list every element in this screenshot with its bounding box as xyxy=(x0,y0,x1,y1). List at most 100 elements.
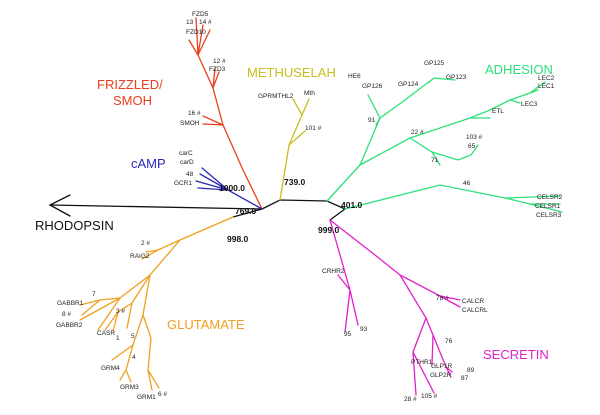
leaf-label: 4 xyxy=(132,354,136,361)
leaf-label: carD xyxy=(180,159,194,166)
family-label-rhodopsin: RHODOPSIN xyxy=(35,218,114,233)
leaf-label: CELSR2 xyxy=(537,194,563,201)
backbone-branch-secretin xyxy=(329,208,346,221)
methuselah-clade xyxy=(279,98,310,201)
leaf-label: 6 # xyxy=(158,391,167,398)
leaf-label: CALCR xyxy=(462,298,484,305)
leaf-label: SMOH xyxy=(180,120,200,127)
leaf-label: ETL xyxy=(492,108,504,115)
glutamate-grm-branches xyxy=(111,274,151,383)
leaf-label: 8 # xyxy=(62,311,71,318)
glutamate-casr-branches xyxy=(104,274,151,332)
frizzled-fzd3-branches xyxy=(212,67,220,89)
leaf-label: 48 xyxy=(186,171,194,178)
bootstrap-camp: 769.0 xyxy=(235,206,257,216)
leaf-label: 93 xyxy=(360,326,368,333)
leaf-label: 89 xyxy=(467,367,475,374)
adhesion-he6-branch xyxy=(367,94,381,126)
adhesion-clade xyxy=(326,77,563,213)
leaf-label: 95 xyxy=(344,331,352,338)
leaf-label: HE6 xyxy=(348,73,361,80)
methuselah-main-branch xyxy=(279,114,303,201)
rhodopsin-arrow-head xyxy=(48,194,71,217)
leaf-label: GABBR1 xyxy=(57,300,84,307)
leaf-label: GP126 xyxy=(362,83,383,90)
leaf-label: 78 # xyxy=(436,295,449,302)
leaf-label: 46 xyxy=(463,180,471,187)
frizzled-fzd-branches xyxy=(188,17,211,56)
methuselah-101-branch xyxy=(288,130,306,146)
leaf-label: GABBR2 xyxy=(56,322,83,329)
bootstrap-methuselah: 739.0 xyxy=(284,177,306,187)
leaf-label: 103 # xyxy=(466,134,483,141)
tree-backbone xyxy=(232,199,346,221)
glutamate-main-branch xyxy=(119,239,181,299)
family-label-methuselah: METHUSELAH xyxy=(247,65,336,80)
glutamate-raig-branch xyxy=(141,216,234,260)
rhodopsin-arrow xyxy=(48,194,263,217)
family-label-secretin: SECRETIN xyxy=(483,347,549,362)
leaf-label: 105 # xyxy=(421,393,438,400)
leaf-label: 1 xyxy=(116,335,120,342)
leaf-label: 14 # xyxy=(199,19,212,26)
leaf-label: 76 xyxy=(445,338,453,345)
leaf-label: GP123 xyxy=(446,74,467,81)
leaf-label: 5 xyxy=(131,333,135,340)
leaf-label: CELSR3 xyxy=(536,212,562,219)
backbone-branch-glutamate xyxy=(232,208,263,218)
leaf-label: GRM4 xyxy=(101,365,120,372)
leaf-label: GRM1 xyxy=(137,394,156,401)
leaf-label: 28 # xyxy=(404,396,417,403)
leaf-label: 71 xyxy=(431,157,439,164)
leaf-label: CASR xyxy=(97,330,115,337)
leaf-label: PTHR1 xyxy=(411,359,433,366)
leaf-label: GPRMTHL2 xyxy=(258,93,294,100)
leaf-label: 65 xyxy=(468,143,476,150)
leaf-label: FZD3 xyxy=(209,66,226,73)
bootstrap-glutamate: 998.0 xyxy=(227,234,249,244)
adhesion-lec-branch xyxy=(359,81,546,166)
leaf-label: 12 # xyxy=(213,58,226,65)
family-label-camp: cAMP xyxy=(131,156,166,171)
secretin-clade xyxy=(329,219,461,396)
leaf-label: GP124 xyxy=(398,81,419,88)
secretin-pthr1-branches xyxy=(412,317,435,396)
family-label-frizzled-line1: FRIZZLED/ xyxy=(97,77,163,92)
leaf-label: LEC1 xyxy=(538,83,555,90)
leaf-label: CELSR1 xyxy=(535,203,561,210)
family-labels: FRIZZLED/ SMOH METHUSELAH ADHESION cAMP … xyxy=(35,62,553,362)
leaf-label: 13 xyxy=(186,19,194,26)
family-label-frizzled-line2: SMOH xyxy=(113,93,152,108)
leaf-label: FZD5 xyxy=(192,11,209,18)
leaf-label: carC xyxy=(179,150,193,157)
leaf-label: LEC3 xyxy=(521,101,538,108)
leaf-label: GP125 xyxy=(424,60,445,67)
adhesion-103-branch xyxy=(409,137,479,161)
leaf-labels: FZD5 13 14 # FZD10 12 # FZD3 1 6 # SMOH G… xyxy=(56,11,563,403)
backbone-branch xyxy=(261,199,346,210)
leaf-label: GCR1 xyxy=(174,180,192,187)
rhodopsin-arrow-shaft xyxy=(49,204,263,210)
adhesion-gp-branch xyxy=(326,77,456,202)
leaf-label: CALCRL xyxy=(462,307,488,314)
glutamate-gabbr2-branches xyxy=(79,297,121,331)
leaf-label: 101 # xyxy=(305,125,322,132)
frizzled-clade xyxy=(188,17,263,210)
camp-clade xyxy=(195,167,263,210)
leaf-label: 2 # xyxy=(141,240,150,247)
leaf-label: 3 # xyxy=(116,308,125,315)
leaf-label: Mth xyxy=(304,90,315,97)
frizzled-smoh-branches xyxy=(202,115,224,126)
bootstrap-frizzled: 1000.0 xyxy=(219,183,245,193)
secretin-glp-branches xyxy=(399,274,453,378)
leaf-label: FZD10 xyxy=(186,29,206,36)
camp-branches xyxy=(195,167,263,210)
adhesion-71-branch xyxy=(431,151,441,166)
glutamate-gabbr1-branches xyxy=(79,297,121,316)
bootstrap-values: 1000.0 739.0 769.0 401.0 998.0 999.0 xyxy=(219,177,363,244)
leaf-label: 7 xyxy=(92,291,96,298)
leaf-label: GLP1R xyxy=(431,363,453,370)
adhesion-celsr-branch xyxy=(344,184,563,213)
